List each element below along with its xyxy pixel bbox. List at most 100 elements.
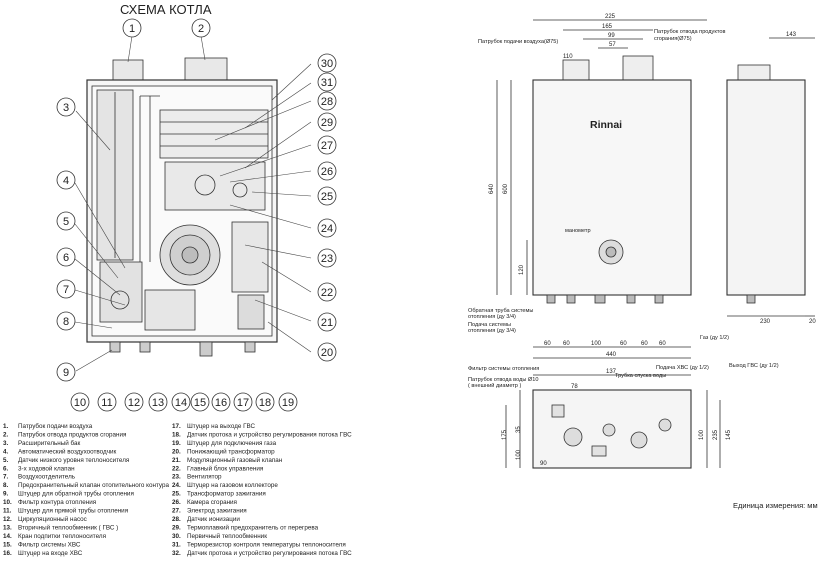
dim-bv-35: 35 bbox=[516, 426, 522, 433]
dim-height-600: 600 bbox=[503, 183, 509, 194]
callout-number: 29 bbox=[321, 117, 333, 129]
dim-bottom-60-c: 60 bbox=[620, 341, 627, 347]
callout-number: 28 bbox=[321, 96, 333, 108]
dim-bottom-60-a: 60 bbox=[544, 341, 551, 347]
callout-circle bbox=[278, 392, 298, 412]
legend-item-text: Штуцер для подключения газа bbox=[187, 440, 277, 447]
units-label: Единица измерения: мм bbox=[733, 501, 818, 510]
legend-number: 15. bbox=[3, 541, 12, 548]
dim-bottom-60-e: 60 bbox=[659, 341, 666, 347]
air-inlet-label: Патрубок подачи воздуха(Ø75) bbox=[478, 39, 558, 45]
legend-item-text: Фильтр системы ХВС bbox=[18, 541, 81, 548]
legend-number: 18. bbox=[172, 431, 181, 438]
callout-circle bbox=[171, 392, 191, 412]
front-view-drawing bbox=[496, 19, 707, 359]
callout-leaders bbox=[74, 35, 312, 372]
bottom-view-drawing bbox=[505, 374, 721, 469]
callout-circle bbox=[255, 392, 275, 412]
callout-circle bbox=[211, 392, 231, 412]
cold-in-label: Подача ХВС (ду 1/2) bbox=[656, 365, 709, 371]
callout-circle bbox=[317, 91, 337, 111]
legend-item-text: Штуцер на газовом коллекторе bbox=[187, 482, 278, 489]
legend-number: 13. bbox=[3, 524, 12, 531]
drain-label: Трубка спуска воды bbox=[615, 373, 666, 379]
manometer-label: манометр bbox=[565, 228, 591, 234]
legend-number: 5. bbox=[3, 457, 9, 464]
legend-number: 32. bbox=[172, 550, 181, 557]
legend-item-text: Термоплавкий предохранитель от перегрева bbox=[187, 523, 319, 531]
hot-out-label: Выход ГВС (ду 1/2) bbox=[729, 363, 779, 369]
callout-circle bbox=[317, 112, 337, 132]
callout-circle bbox=[233, 392, 253, 412]
callout-circle bbox=[317, 53, 337, 73]
legend-number: 14. bbox=[3, 533, 12, 540]
flue-outlet-label-2: сгорания(Ø75) bbox=[654, 36, 692, 42]
legend-number: 19. bbox=[172, 440, 181, 447]
legend-item-text: Воздухоотделитель bbox=[18, 474, 76, 481]
vent-pipe-label-2: ( внешний диаметр ) bbox=[468, 382, 521, 389]
legend-number: 22. bbox=[172, 465, 181, 472]
return-pipe-label-1: Обратная труба системы bbox=[468, 308, 533, 314]
dim-top-57: 57 bbox=[609, 42, 616, 48]
callout-circle bbox=[56, 362, 76, 382]
callout-number: 31 bbox=[321, 77, 333, 89]
dim-top-110: 110 bbox=[563, 54, 573, 60]
flue-outlet-label-1: Патрубок отвода продуктов bbox=[654, 29, 725, 35]
callout-number: 23 bbox=[321, 253, 333, 265]
callout-number: 20 bbox=[321, 347, 333, 359]
callout-number: 22 bbox=[321, 287, 333, 299]
callout-number: 8 bbox=[63, 316, 69, 328]
supply-pipe-label-2: отопления (ду 3/4) bbox=[468, 328, 516, 334]
legend-item-text: Датчик ионизации bbox=[187, 516, 240, 523]
callout-circle bbox=[56, 247, 76, 267]
callout-circle bbox=[190, 392, 210, 412]
callout-circle bbox=[70, 392, 90, 412]
dim-bv-175: 175 bbox=[502, 429, 508, 440]
callout-number: 19 bbox=[282, 397, 294, 409]
callout-number: 16 bbox=[215, 397, 227, 409]
callout-number: 4 bbox=[63, 175, 69, 187]
callout-number: 10 bbox=[74, 397, 86, 409]
legend-number: 28. bbox=[172, 516, 181, 523]
callout-number: 24 bbox=[321, 223, 333, 235]
legend-item-text: Предохранительный клапан отопительного к… bbox=[18, 481, 170, 489]
callout-number: 17 bbox=[237, 397, 249, 409]
dim-bottom-100: 100 bbox=[591, 341, 602, 347]
legend-number: 16. bbox=[3, 550, 12, 557]
callout-circle bbox=[97, 392, 117, 412]
dim-height-120: 120 bbox=[519, 264, 525, 275]
callout-circle bbox=[317, 72, 337, 92]
callout-number: 3 bbox=[63, 102, 69, 114]
callout-circle bbox=[56, 170, 76, 190]
dim-bv-100-right: 100 bbox=[699, 429, 705, 440]
legend-number: 27. bbox=[172, 508, 181, 515]
dim-bv-145: 145 bbox=[726, 429, 732, 440]
dim-height-640: 640 bbox=[489, 183, 495, 194]
callout-number: 9 bbox=[63, 367, 69, 379]
return-pipe-label-2: отопления (ду 3/4) bbox=[468, 314, 516, 320]
legend-number: 9. bbox=[3, 491, 9, 498]
callout-number: 15 bbox=[194, 397, 206, 409]
side-view-drawing bbox=[726, 37, 815, 317]
legend-item-text: Вторичный теплообменник ( ГВС ) bbox=[18, 523, 118, 531]
callout-number: 2 bbox=[198, 23, 204, 35]
dim-top-143: 143 bbox=[786, 32, 797, 38]
legend-item-text: Вентилятор bbox=[187, 474, 222, 481]
callout-circle bbox=[56, 279, 76, 299]
dim-side-20: 20 bbox=[809, 319, 816, 325]
dimension-values: 225 165 99 57 110 143 640 600 120 60 60 … bbox=[489, 14, 816, 467]
legend-item-text: Штуцер на входе ХВС bbox=[18, 550, 83, 557]
legend-item-text: Первичный теплообменник bbox=[187, 532, 267, 540]
scheme-title: СХЕМА КОТЛА bbox=[120, 2, 212, 17]
legend-item-text: Датчик низкого уровня теплоносителя bbox=[18, 457, 129, 464]
dim-top-225: 225 bbox=[605, 14, 616, 20]
callout-circle bbox=[317, 161, 337, 181]
supply-pipe-label-1: Подача системы bbox=[468, 322, 511, 328]
legend-item-text: Датчик протока и устройство регулировани… bbox=[187, 430, 352, 438]
callout-circle bbox=[317, 342, 337, 362]
legend-item-text: Трансформатор зажигания bbox=[187, 491, 266, 498]
dim-bottom-60-b: 60 bbox=[563, 341, 570, 347]
callout-circle bbox=[56, 211, 76, 231]
